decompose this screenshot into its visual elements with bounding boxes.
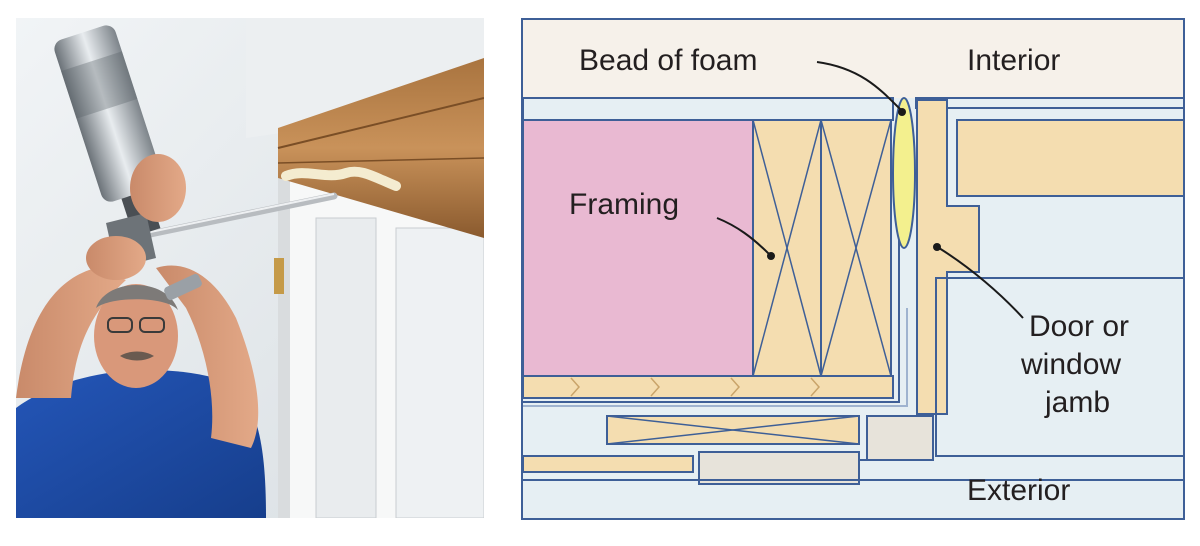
insulation — [522, 119, 754, 377]
applicator-rod — [127, 192, 338, 242]
sill-trim — [698, 451, 860, 485]
header-beam — [278, 58, 484, 238]
left-arm — [16, 268, 126, 398]
label-jamb-line1: Door or — [1029, 310, 1129, 343]
leader-framing — [716, 217, 770, 255]
label-interior: Interior — [967, 44, 1060, 77]
glasses — [107, 317, 133, 333]
framing-studs — [752, 119, 892, 377]
interior-casing — [956, 119, 1186, 197]
watch — [164, 273, 202, 301]
label-jamb-line2: window — [1020, 348, 1121, 381]
photo-illustration — [16, 18, 485, 519]
label-jamb-line3: jamb — [1044, 386, 1110, 419]
photo-panel — [16, 18, 485, 519]
leader-jamb — [938, 247, 1024, 319]
drywall — [522, 97, 894, 121]
hinge — [274, 258, 284, 294]
leader-bead — [816, 61, 902, 111]
diagram-border — [521, 18, 1185, 520]
head — [94, 284, 178, 388]
siding — [522, 455, 694, 473]
ceiling — [246, 18, 484, 138]
leader-lines — [716, 61, 1024, 319]
interior-band — [521, 18, 1185, 98]
right-hand — [130, 154, 186, 222]
sheathing — [522, 375, 894, 399]
shirt — [16, 369, 266, 518]
right-arm — [156, 265, 259, 448]
label-framing: Framing — [569, 188, 679, 221]
left-hand — [86, 236, 146, 280]
brick-mold — [866, 415, 934, 461]
label-bead-of-foam: Bead of foam — [579, 44, 757, 77]
foam-bead — [281, 166, 401, 191]
door-panel — [315, 217, 377, 519]
exterior-trim — [606, 415, 860, 445]
label-exterior: Exterior — [967, 474, 1070, 507]
diagram-svg: Bead of foam Interior Framing Door or wi… — [521, 18, 1186, 520]
foam-bead — [892, 97, 916, 249]
section-diagram: Bead of foam Interior Framing Door or wi… — [521, 18, 1186, 520]
